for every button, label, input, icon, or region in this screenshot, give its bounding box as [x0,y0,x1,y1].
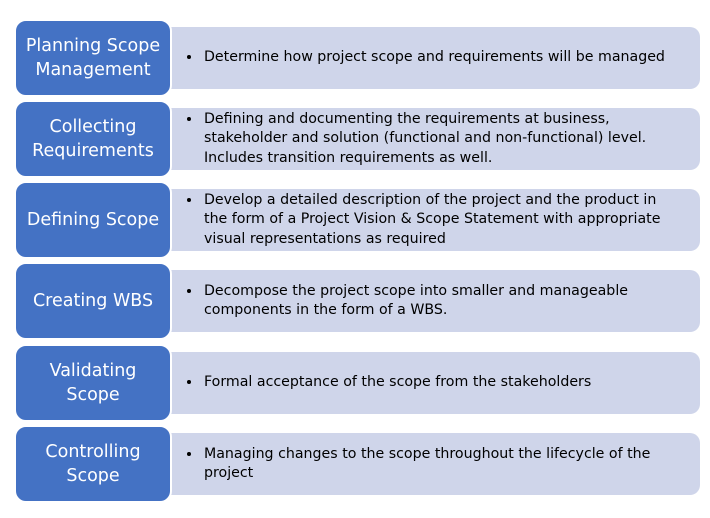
description-box: Decompose the project scope into smaller… [164,270,700,332]
description-text: Managing changes to the scope throughout… [202,445,682,484]
process-row-collecting-requirements: Defining and documenting the requirement… [14,100,700,178]
description-text: Develop a detailed description of the pr… [202,191,682,250]
description-text: Formal acceptance of the scope from the … [202,373,591,393]
process-row-planning-scope: Determine how project scope and requirem… [14,19,700,97]
description-box: Develop a detailed description of the pr… [164,189,700,251]
process-row-validating-scope: Formal acceptance of the scope from the … [14,344,700,422]
process-label: Validating Scope [14,344,172,422]
process-label: Defining Scope [14,181,172,259]
process-label: Collecting Requirements [14,100,172,178]
description-box: Determine how project scope and requirem… [164,27,700,89]
process-row-controlling-scope: Managing changes to the scope throughout… [14,425,700,503]
description-text: Defining and documenting the requirement… [202,110,682,169]
description-text: Determine how project scope and requirem… [202,48,665,68]
process-label: Controlling Scope [14,425,172,503]
description-box: Managing changes to the scope throughout… [164,433,700,495]
process-row-defining-scope: Develop a detailed description of the pr… [14,181,700,259]
process-label: Planning Scope Management [14,19,172,97]
process-label: Creating WBS [14,262,172,340]
process-row-creating-wbs: Decompose the project scope into smaller… [14,262,700,340]
description-box: Formal acceptance of the scope from the … [164,352,700,414]
description-box: Defining and documenting the requirement… [164,108,700,170]
description-text: Decompose the project scope into smaller… [202,282,682,321]
